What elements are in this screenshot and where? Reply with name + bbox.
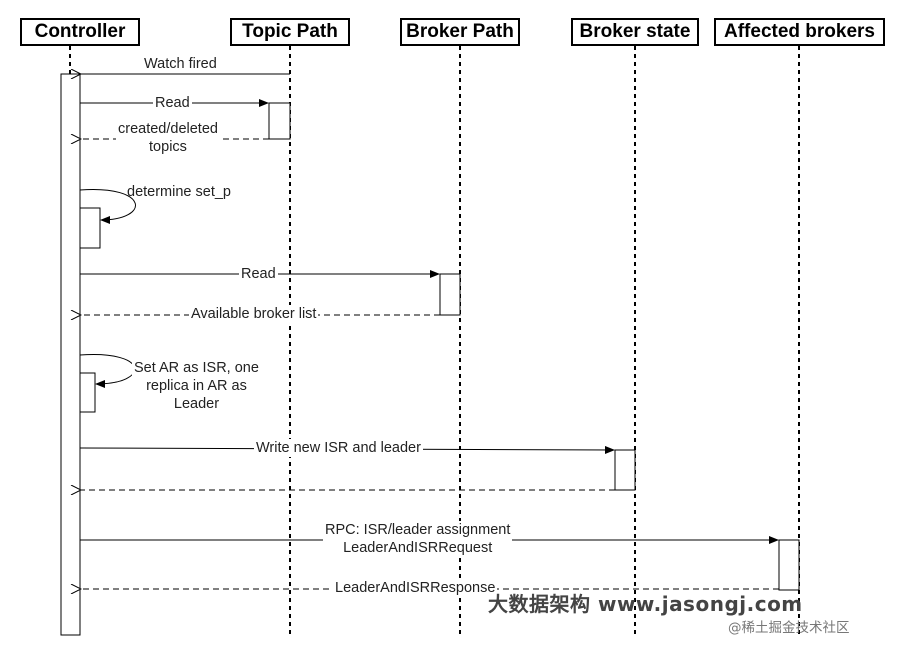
watermark-main: 大数据架构 www.jasongj.com [488,592,803,616]
participant-broker-state: Broker state [571,18,699,46]
label-read-topic: Read [153,94,192,112]
label-rpc-request: RPC: ISR/leader assignment LeaderAndISRR… [323,521,513,557]
label-determine-set: determine set_p [127,184,231,200]
label-response: LeaderAndISRResponse [333,579,498,597]
controller-activation [60,73,81,636]
broker-state-activation [614,449,636,491]
label-write-isr: Write new ISR and leader [254,439,423,457]
participant-affected-brokers: Affected brokers [714,18,885,46]
watermark-sub: @稀土掘金技术社区 [728,620,850,636]
broker-path-activation [439,273,461,316]
participant-controller: Controller [20,18,140,46]
label-set-ar-isr: Set AR as ISR, one replica in AR as Lead… [132,359,261,413]
label-read-broker: Read [239,265,278,283]
self-call-activation-1 [79,207,101,249]
label-available-brokers: Available broker list [189,305,319,323]
label-created-deleted: created/deleted topics [116,120,220,156]
affected-brokers-activation [778,539,800,591]
determine-set-loop [79,189,136,224]
topic-path-activation [268,102,291,140]
self-call-activation-2 [79,372,96,413]
participant-topic-path: Topic Path [230,18,350,46]
participant-broker-path: Broker Path [400,18,520,46]
label-watch-fired: Watch fired [142,55,219,73]
